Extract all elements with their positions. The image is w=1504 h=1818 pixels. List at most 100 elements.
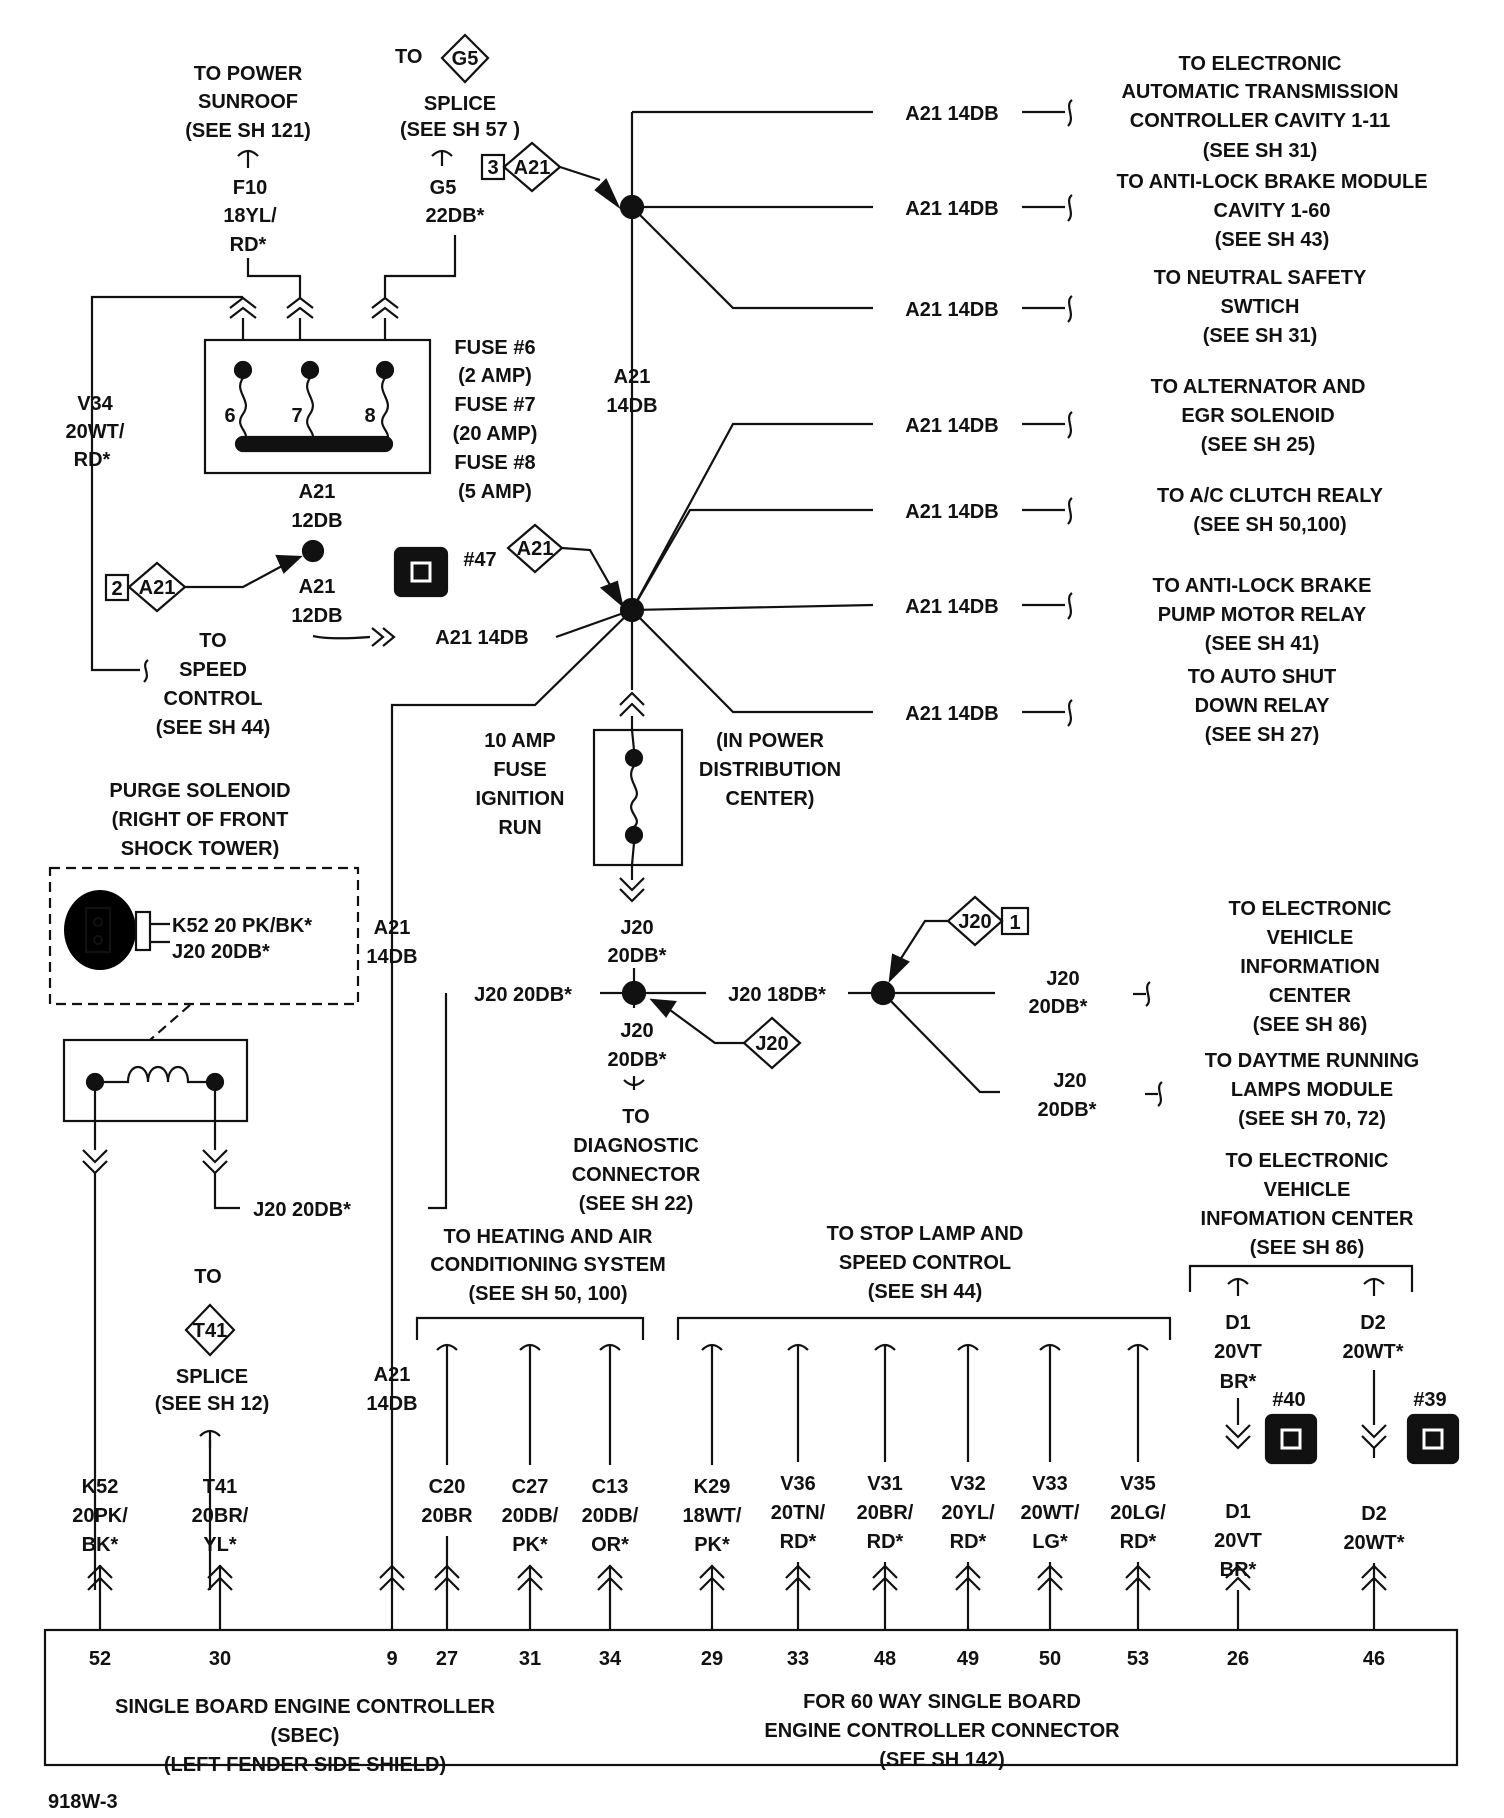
pin-number: 49 <box>957 1648 979 1670</box>
connector-symbol <box>623 1076 645 1090</box>
purge-line: (RIGHT OF FRONT <box>112 809 289 831</box>
splice-40-icon <box>1264 1413 1318 1465</box>
connector-symbol <box>1157 1081 1163 1107</box>
connector-symbol <box>1067 497 1073 525</box>
bottom-wire-label: PK* <box>512 1534 548 1556</box>
branch-wire-label: A21 14DB <box>905 703 998 725</box>
connector-symbol <box>431 149 453 166</box>
ignition-fuse-line: IGNITION <box>476 788 565 810</box>
connector-symbol <box>207 1564 233 1591</box>
splice-diamond <box>742 1016 802 1070</box>
wire <box>882 992 1000 1094</box>
j20-center-line: 20DB* <box>608 945 667 967</box>
splice-diamond <box>506 523 564 574</box>
purge-line: SHOCK TOWER) <box>121 838 280 860</box>
bottom-wire-label: 20BR <box>421 1505 473 1527</box>
bottom-wire-label: 20TN/ <box>771 1502 826 1524</box>
connector-symbol <box>1039 1343 1061 1358</box>
v34-line: RD* <box>74 449 111 471</box>
branch-dest-line: TO A/C CLUTCH REALY <box>1157 485 1384 507</box>
arrow-head <box>275 554 303 574</box>
connector-symbol <box>1067 295 1073 323</box>
branch-dest-line: (SEE SH 31) <box>1203 140 1317 162</box>
connector-symbol <box>1363 1277 1385 1296</box>
purge-solenoid-coil <box>62 1038 249 1123</box>
bottom-wire-label: RD* <box>950 1531 987 1553</box>
g5-wire-line: 22DB* <box>426 205 485 227</box>
branch-wire-label: A21 14DB <box>905 299 998 321</box>
connector-line: ENGINE CONTROLLER CONNECTOR <box>764 1720 1120 1742</box>
evic2-line: INFOMATION CENTER <box>1201 1208 1415 1230</box>
splice-47-icon-inner <box>410 561 432 583</box>
connector-symbol <box>619 691 645 717</box>
connector-symbol <box>202 1149 228 1175</box>
g5-to-label: TO <box>395 46 422 68</box>
evic-line: TO ELECTRONIC <box>1229 898 1392 920</box>
arrow-head <box>888 953 910 984</box>
a21-splice-tag-2: 2 A21 <box>104 561 187 613</box>
wire <box>630 729 636 751</box>
right-branch: A21 14DB TO ELECTRONIC AUTOMATIC TRANSMI… <box>905 53 1398 162</box>
coil-terminal <box>205 1072 225 1092</box>
splice-47-icon <box>393 546 449 598</box>
stop-lamp-line: TO STOP LAMP AND <box>827 1223 1024 1245</box>
fuse-number: 6 <box>224 405 235 427</box>
a21-vert-line: A21 <box>614 366 651 388</box>
f10-line: F10 <box>233 177 267 199</box>
connector-symbol <box>1067 592 1073 620</box>
stop-lamp-line: SPEED CONTROL <box>839 1252 1011 1274</box>
a21-splice-tag-47: A21 <box>506 523 564 574</box>
evic-line: VEHICLE <box>1267 927 1354 949</box>
j20-right2-label: J20 20DB* <box>1038 1070 1097 1121</box>
bottom-wire-label: RD* <box>1120 1531 1157 1553</box>
splice-diamond-text: J20 <box>755 1033 788 1055</box>
wire <box>631 603 874 612</box>
group-bracket <box>1188 1264 1414 1292</box>
bottom-wire-label: 20YL/ <box>941 1502 995 1524</box>
pdc-line: CENTER) <box>726 788 815 810</box>
a21-14db-label: A21 14DB <box>435 627 528 649</box>
purge-connector-icon <box>64 890 152 970</box>
t41-splice-line: SPLICE <box>176 1366 248 1388</box>
j20-bottom-label: J20 20DB* <box>253 1199 351 1221</box>
bottom-wire-label: RD* <box>867 1531 904 1553</box>
drl-line: LAMPS MODULE <box>1231 1079 1393 1101</box>
connector-symbol <box>371 627 396 647</box>
f10-wire-label: F10 18YL/ RD* <box>223 177 277 256</box>
connector-symbol <box>1125 1564 1151 1591</box>
branch-dest-line: CONTROLLER CAVITY 1-11 <box>1130 110 1390 132</box>
j20-center-label: J20 20DB* <box>608 917 667 967</box>
a21-12db-line: 12DB <box>291 510 342 532</box>
branch-dest-line: TO ALTERNATOR AND <box>1151 376 1366 398</box>
j20-center-line: J20 <box>620 917 653 939</box>
group-bracket <box>415 1316 645 1340</box>
connector-symbol <box>286 296 314 319</box>
bottom-wire-label: RD* <box>780 1531 817 1553</box>
bottom-wire-label: K52 <box>82 1476 119 1498</box>
sunroof-label: TO POWER SUNROOF (SEE SH 121) <box>185 63 311 142</box>
connector-line: (SEE SH 142) <box>879 1749 1005 1771</box>
bottom-wire-label: 20BR/ <box>857 1502 914 1524</box>
bottom-wire: 9 <box>379 1564 405 1670</box>
fuse-element-6 <box>239 377 247 443</box>
connector-symbol <box>1361 1424 1387 1450</box>
arrow-head <box>594 178 621 210</box>
pin-number: 31 <box>519 1648 541 1670</box>
bottom-wire-label: PK* <box>694 1534 730 1556</box>
wire <box>631 206 873 310</box>
a21-12db-label-bottom: A21 12DB <box>291 576 342 627</box>
splice-39-label: #39 <box>1413 1389 1446 1411</box>
purge-solenoid-label: PURGE SOLENOID (RIGHT OF FRONT SHOCK TOW… <box>109 780 290 860</box>
connector-symbol <box>597 1564 623 1591</box>
speed-control-line: CONTROL <box>164 688 263 710</box>
evic-line: INFORMATION <box>1240 956 1380 978</box>
sbec-line: SINGLE BOARD ENGINE CONTROLLER <box>115 1696 496 1718</box>
splice-diamond-text: A21 <box>517 538 554 560</box>
fuse-block-frame <box>203 338 432 475</box>
splice-47-label: #47 <box>463 549 496 571</box>
diagnostic-line: CONNECTOR <box>572 1164 701 1186</box>
d1-top-line: D1 <box>1225 1312 1251 1334</box>
j20-right1-line: 20DB* <box>1029 996 1088 1018</box>
